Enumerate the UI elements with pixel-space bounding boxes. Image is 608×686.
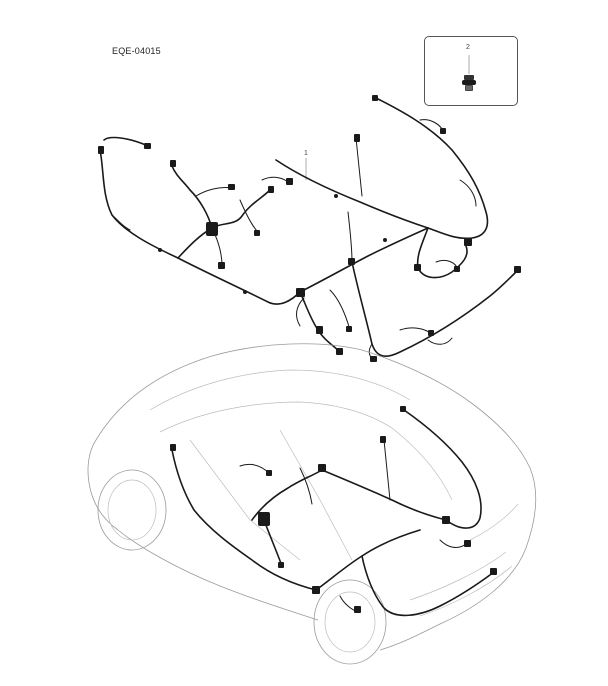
callout-number-2: 2 bbox=[466, 44, 470, 51]
callout-number-1: 1 bbox=[304, 150, 308, 157]
inset-detail-box bbox=[424, 36, 518, 106]
figure-code: EQE-04015 bbox=[112, 46, 161, 56]
